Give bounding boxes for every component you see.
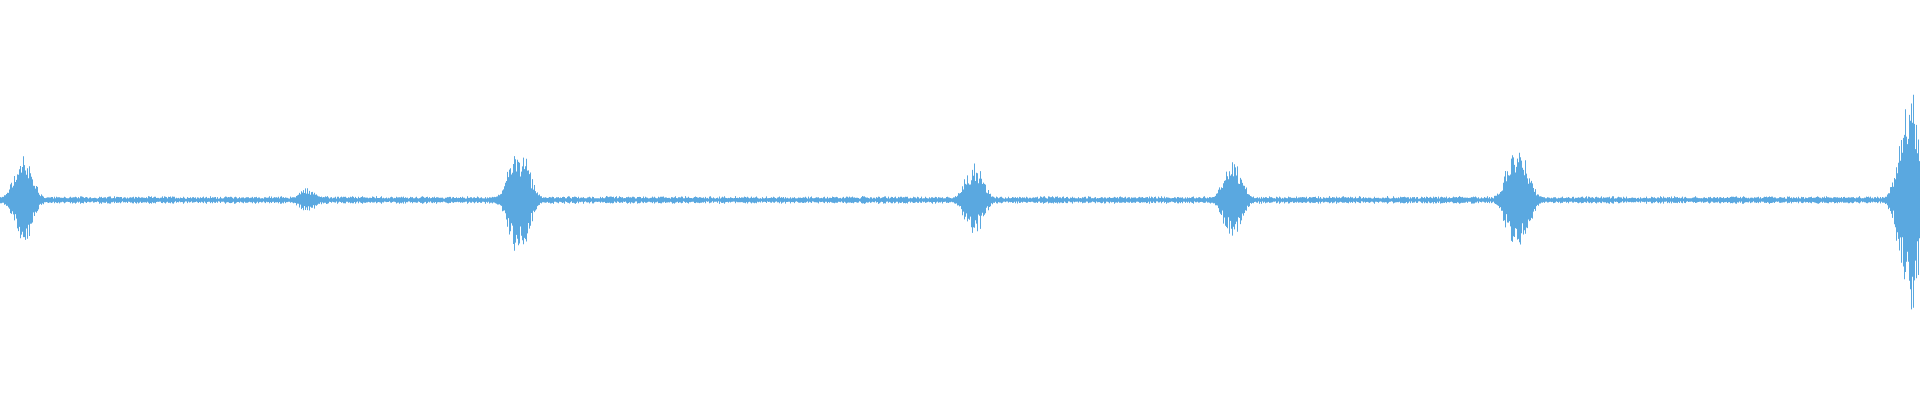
- waveform-signal: [0, 94, 1920, 310]
